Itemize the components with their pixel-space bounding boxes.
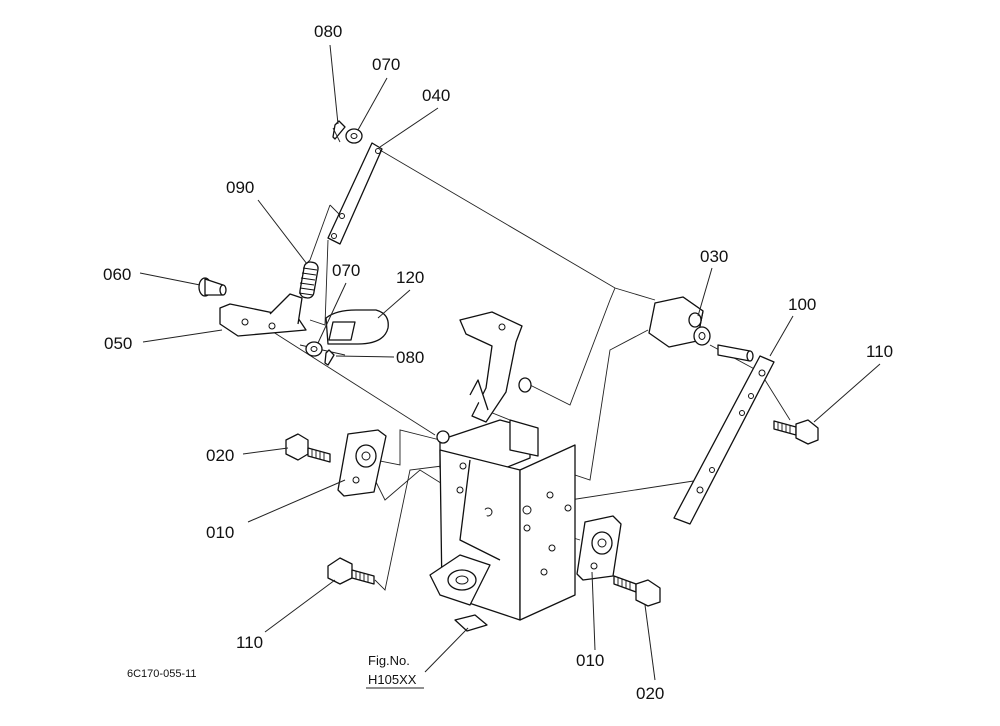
cotter-pin-080-mid [324,349,335,366]
label-020-right: 020 [636,684,664,703]
lever-arm-100 [673,355,775,525]
bolt-020-right [613,575,661,607]
figure-code: 6C170-055-11 [127,668,197,680]
plate-010-left [337,429,387,497]
cotter-pin-080-top [332,120,346,143]
washer-070-top [345,128,363,144]
plate-010-right [576,515,622,581]
shaft-030 [717,344,754,362]
label-060: 060 [103,265,131,284]
bolt-110-right [773,419,819,445]
fig-no-value: H105XX [368,672,417,687]
leader-lines [139,44,881,681]
label-010-left: 010 [206,523,234,542]
label-110-left: 110 [236,633,263,652]
label-080-top: 080 [314,22,342,41]
clamp-block-030 [648,296,711,348]
cover-120 [325,309,389,345]
label-010-right: 010 [576,651,604,670]
label-080-mid: 080 [396,348,424,367]
label-100: 100 [788,295,816,314]
label-110-right: 110 [866,342,893,361]
label-120: 120 [396,268,424,287]
figure-info: 6C170-055-11 Fig.No. H105XX [127,653,424,689]
part-labels: 080 070 040 090 060 070 120 050 080 030 … [103,22,893,703]
label-040: 040 [422,86,450,105]
bracket-plate-050 [219,293,307,337]
washer-070-mid [305,341,323,357]
label-070-mid: 070 [332,261,360,280]
fig-no-label: Fig.No. [368,653,410,668]
label-020-left: 020 [206,446,234,465]
label-070-top: 070 [372,55,400,74]
label-090: 090 [226,178,254,197]
label-050: 050 [104,334,132,353]
bolt-110-left [327,557,375,585]
spring-090 [298,261,319,299]
link-rod-040 [327,142,383,245]
label-030: 030 [700,247,728,266]
main-bracket [429,311,576,632]
clevis-pin-060 [198,277,227,297]
bolt-020-left [285,433,331,463]
